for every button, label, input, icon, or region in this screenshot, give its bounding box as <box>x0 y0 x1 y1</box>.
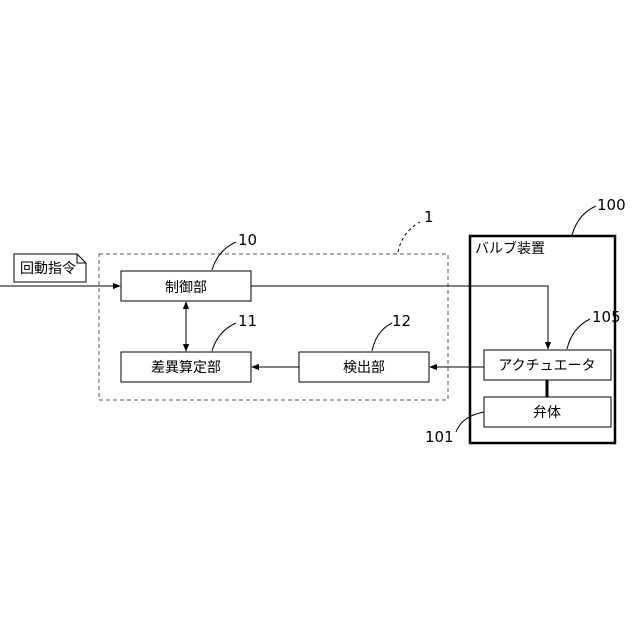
ref-12: 12 <box>392 312 411 330</box>
ref-105-leader <box>567 319 590 349</box>
actuator-block-label: アクチュエータ <box>498 358 595 374</box>
valve-body-block-label: 弁体 <box>533 405 561 421</box>
ref-105: 105 <box>592 308 621 326</box>
detection-block-label: 検出部 <box>343 360 385 376</box>
control-block-label: 制御部 <box>165 280 207 296</box>
ref-10-leader <box>212 242 236 270</box>
difference-block-label: 差異算定部 <box>151 360 221 376</box>
ref-100: 100 <box>597 196 626 214</box>
ref-1-leader <box>398 222 420 252</box>
ref-10: 10 <box>238 231 257 249</box>
ref-11-leader <box>212 323 236 351</box>
valve-device-title: バルブ装置 <box>475 240 545 257</box>
ref-101: 101 <box>425 428 454 446</box>
ref-12-leader <box>372 323 392 351</box>
ref-11: 11 <box>238 312 257 330</box>
ref-100-leader <box>572 206 596 235</box>
ref-1: 1 <box>424 208 434 226</box>
input-note-label: 回動指令 <box>20 261 76 277</box>
